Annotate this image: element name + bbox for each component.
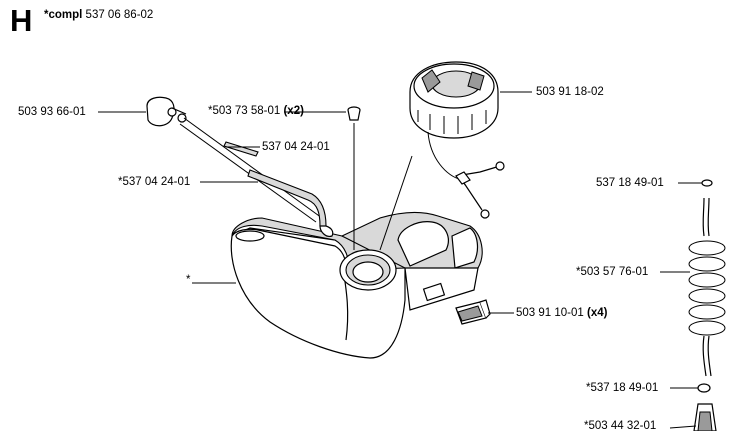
compl-number: 537 06 86-02: [85, 9, 154, 21]
coiled-hose: [688, 179, 726, 393]
screw: [347, 106, 361, 250]
fuel-grommet: [146, 96, 187, 127]
compl-label: *compl: [44, 9, 83, 21]
part-label-503-57-76-01: *503 57 76-01: [576, 266, 649, 278]
section-title: *compl 537 06 86-02: [44, 9, 153, 21]
fuel-filter: [693, 403, 717, 431]
part-label-503-91-10-01: 503 91 10-01 (x4): [516, 307, 608, 319]
rubber-mount: [455, 299, 491, 325]
fuel-hoses: [179, 117, 334, 237]
fuel-tank: [230, 211, 483, 359]
part-label-503-91-18-02: 503 91 18-02: [536, 86, 604, 98]
part-label-537-18-49-01: 537 18 49-01: [596, 177, 664, 189]
section-letter: H: [10, 3, 33, 38]
part-label-503-93-66-01: 503 93 66-01: [18, 106, 86, 118]
part-label-537-04-24-01-compl: *537 04 24-01: [118, 176, 191, 188]
part-label-537-18-49-01-compl: *537 18 49-01: [586, 382, 659, 394]
part-label-503-44-32-01: *503 44 32-01: [584, 420, 657, 432]
leader-lines: [98, 91, 702, 429]
part-label-tank: *: [186, 274, 191, 286]
fuel-cap: [409, 61, 499, 139]
cap-retainer: [427, 131, 505, 219]
part-label-503-73-58-01: *503 73 58-01 (x2): [208, 105, 304, 117]
part-label-537-04-24-01: 537 04 24-01: [262, 141, 330, 153]
